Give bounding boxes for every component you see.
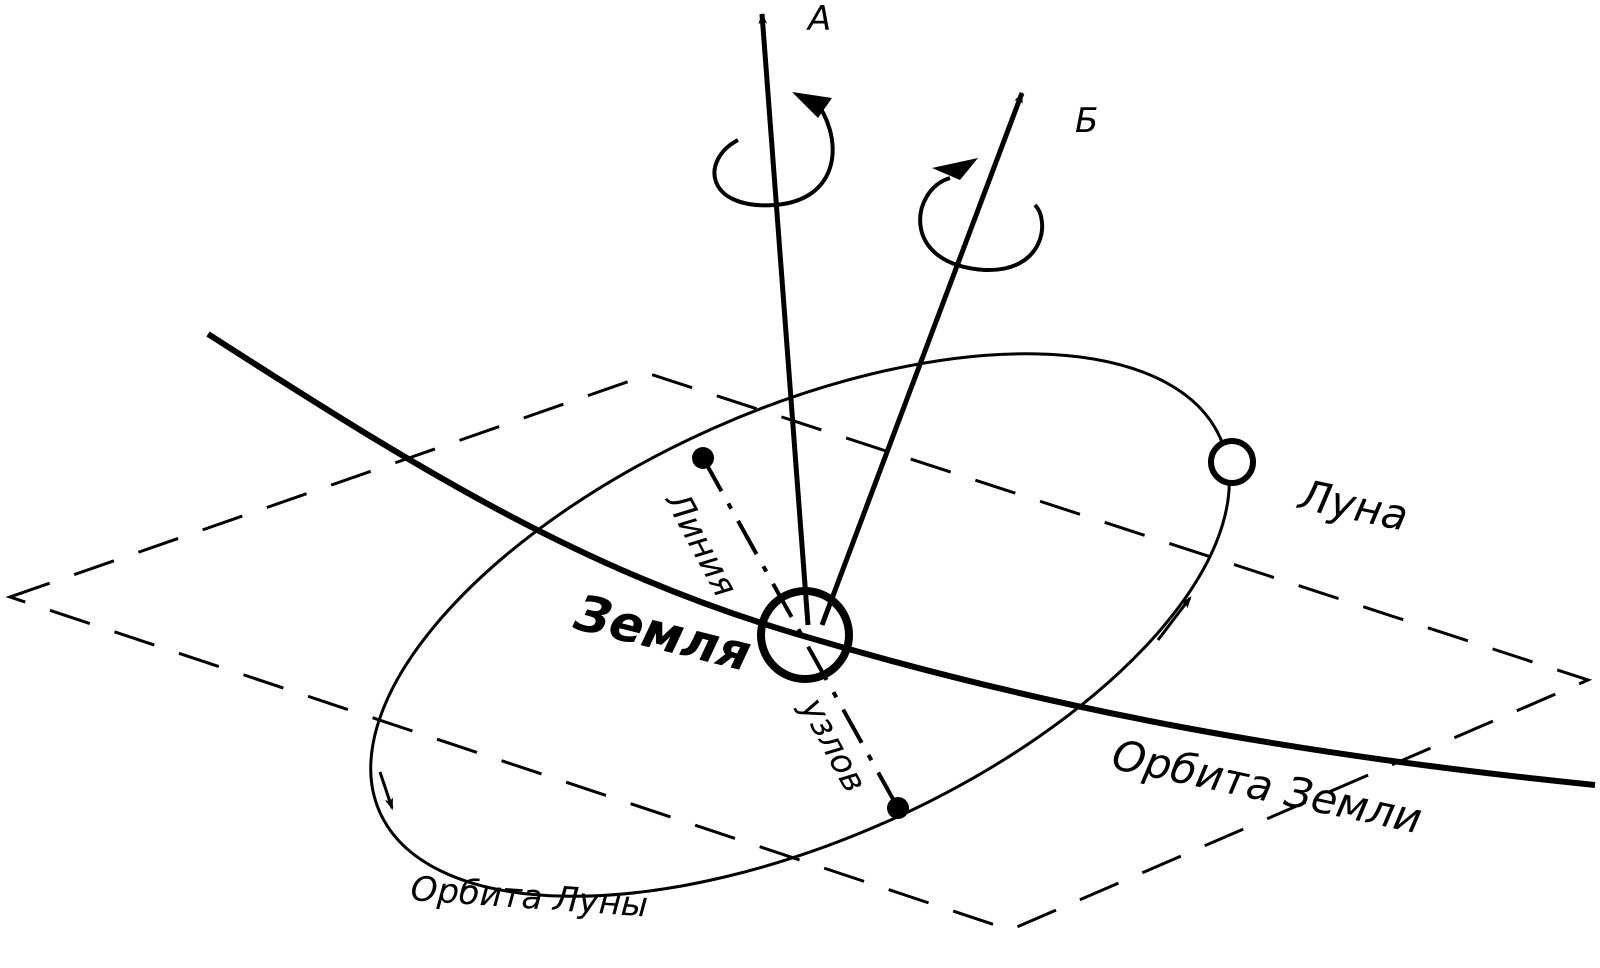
axis-a-arrow (758, 12, 811, 626)
axis-b-arrow (819, 91, 1025, 626)
ecliptic-plane (5, 372, 1593, 932)
node-descending (887, 797, 909, 819)
node-ascending (692, 447, 714, 469)
rotation-b-icon (918, 158, 1045, 273)
axis-a-label: А (806, 0, 831, 39)
rotation-a-icon (712, 92, 835, 208)
moon-orbit-arrow-left (378, 771, 394, 811)
earth-orbit-curve (206, 331, 1596, 788)
moon-orbit-arrow-right (1156, 596, 1192, 641)
moon-orbit-ellipse (369, 352, 1231, 898)
earth-orbit-label: Орбита Земли (1108, 730, 1426, 843)
moon-orbit-label: Орбита Луны (409, 869, 649, 925)
moon-marker (1208, 438, 1256, 486)
earth-label: Земля (568, 583, 757, 683)
earth-marker (757, 587, 853, 683)
node-line-label-part2: узлов (792, 691, 875, 800)
axis-b-label: Б (1075, 101, 1098, 141)
line-of-nodes (701, 457, 900, 809)
node-line-label-part1: Линия (656, 484, 745, 604)
moon-label: Луна (1293, 469, 1412, 540)
